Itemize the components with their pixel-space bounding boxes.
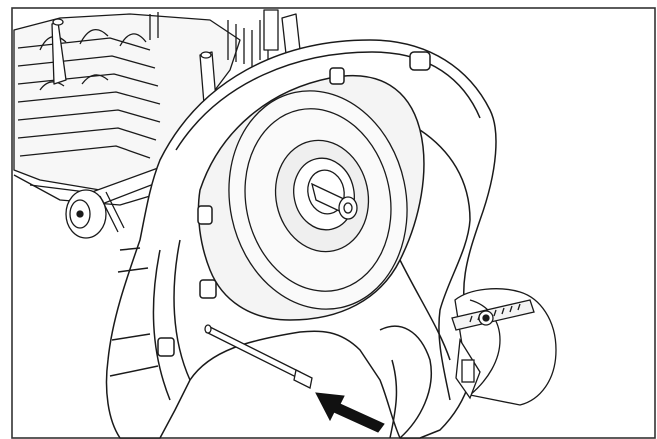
bolt-icon (204, 324, 313, 389)
pointer-arrow-icon (315, 392, 385, 433)
figure-frame (11, 7, 656, 439)
linkage-icon (451, 288, 557, 406)
shaft-icon (311, 182, 358, 220)
engine-block-icon (13, 9, 301, 206)
